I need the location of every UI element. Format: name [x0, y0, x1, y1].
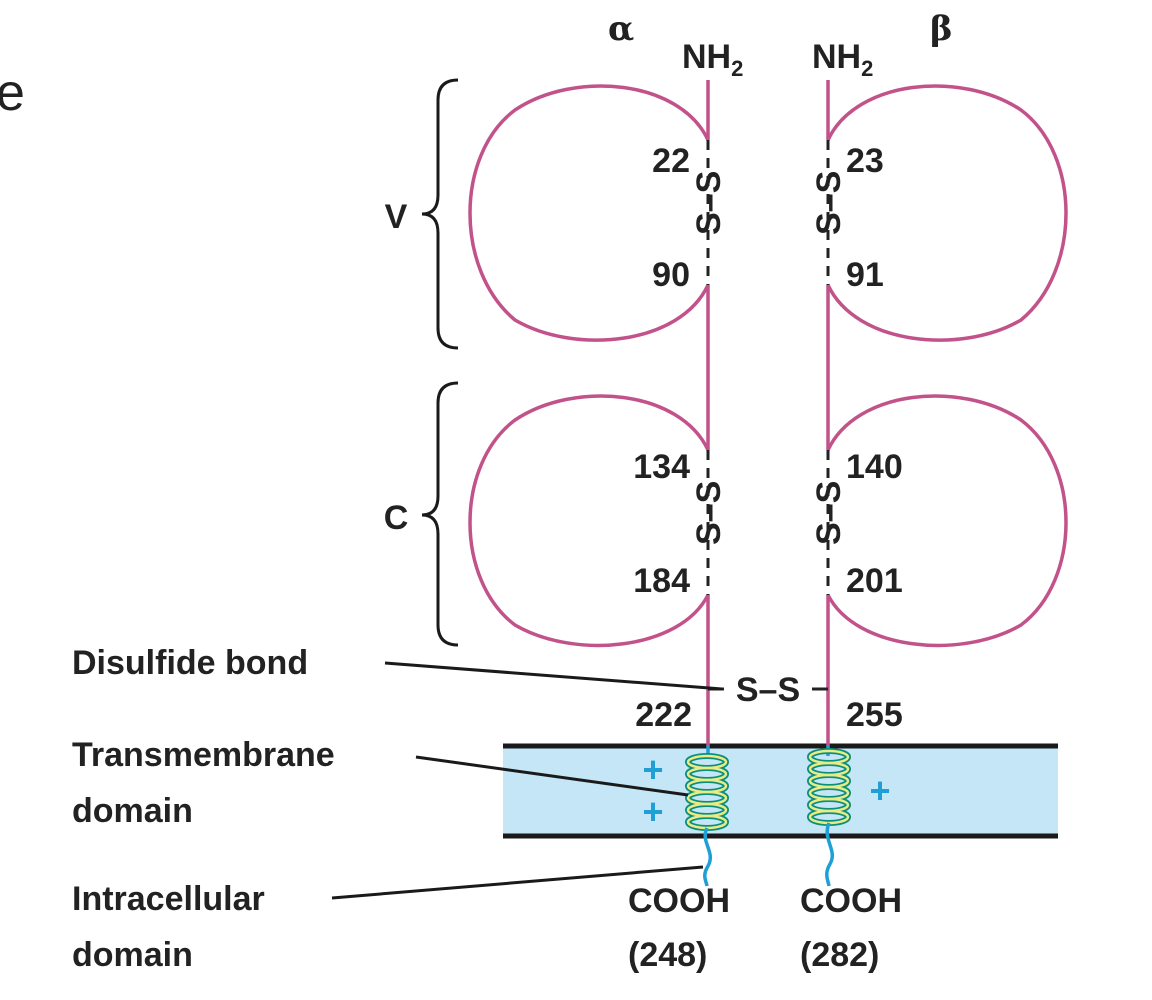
- beta-chain-label: β: [930, 9, 953, 49]
- disulfide-bond-label: Disulfide bond: [72, 644, 308, 682]
- c-domain-label: C: [384, 499, 409, 537]
- beta-intracellular-tail: [825, 822, 834, 887]
- cysteine-positions: 22 90 23 91 134 184 140 201 222 255: [633, 142, 902, 734]
- beta-c-cys-bottom: 201: [846, 562, 903, 600]
- beta-c-ss-label: S–S: [810, 481, 848, 545]
- cropped-text-fragment: e: [0, 64, 25, 122]
- alpha-c-terminus: COOH: [628, 882, 730, 920]
- domain-brackets: [421, 78, 459, 647]
- alpha-v-ss-label: S–S: [690, 171, 728, 235]
- disulfide-leader: [384, 661, 723, 691]
- v-domain-label: V: [385, 198, 408, 236]
- beta-n-terminus: NH2: [812, 38, 873, 81]
- cell-membrane: [503, 743, 1058, 839]
- alpha-helix-coils: [685, 753, 729, 831]
- membrane-lipid-layer: [503, 745, 1058, 837]
- alpha-v-domain-loop: [468, 84, 710, 342]
- intrachain-disulfide-labels: S–S S–S S–S S–S: [690, 171, 848, 545]
- interchain-ss-label: S–S: [736, 671, 800, 709]
- beta-helix-coils: [807, 748, 851, 826]
- beta-v-cys-bottom: 91: [846, 256, 884, 294]
- beta-c-cys-top: 140: [846, 448, 903, 486]
- beta-v-cys-top: 23: [846, 142, 884, 180]
- beta-v-domain-loop: [826, 84, 1068, 342]
- transmembrane-label-line2: domain: [72, 792, 193, 830]
- beta-c-terminus-length: (282): [800, 936, 879, 974]
- alpha-charge-bottom: +: [642, 791, 663, 832]
- beta-v-ss-label: S–S: [810, 171, 848, 235]
- beta-c-terminus: COOH: [800, 882, 902, 920]
- intracellular-label-line2: domain: [72, 936, 193, 974]
- transmembrane-leader: [415, 755, 689, 797]
- beta-transmembrane-helix: [807, 745, 851, 887]
- intracellular-label-line1: Intracellular: [72, 880, 265, 918]
- alpha-v-cys-bottom: 90: [652, 256, 690, 294]
- alpha-chain-label: α: [608, 9, 634, 49]
- membrane-charges: + + +: [642, 749, 890, 832]
- v-domain-brace: [421, 78, 459, 350]
- callout-labels: Disulfide bond Transmembrane domain Intr…: [72, 644, 335, 974]
- alpha-c-ss-label: S–S: [690, 481, 728, 545]
- alpha-c-terminus-length: (248): [628, 936, 707, 974]
- beta-interchain-cys: 255: [846, 696, 903, 734]
- alpha-c-cys-bottom: 184: [633, 562, 690, 600]
- alpha-intracellular-tail: [703, 827, 712, 887]
- alpha-interchain-cys: 222: [635, 696, 692, 734]
- intracellular-leader: [331, 865, 704, 900]
- chain-termini: α β NH2 NH2 COOH (248) COOH (282): [608, 9, 953, 974]
- c-domain-brace: [421, 381, 459, 647]
- alpha-charge-top: +: [642, 749, 663, 790]
- transmembrane-label-line1: Transmembrane: [72, 736, 335, 774]
- beta-charge: +: [869, 770, 890, 811]
- alpha-chain: [468, 80, 710, 745]
- alpha-v-cys-top: 22: [652, 142, 690, 180]
- callout-leaders: [331, 661, 723, 900]
- alpha-n-terminus: NH2: [682, 38, 743, 81]
- alpha-transmembrane-helix: [685, 745, 729, 887]
- alpha-c-domain-loop: [468, 394, 710, 648]
- beta-c-domain-loop: [826, 394, 1068, 648]
- beta-chain: [826, 80, 1068, 745]
- interchain-disulfide-bond: S–S: [708, 671, 828, 709]
- alpha-c-cys-top: 134: [633, 448, 690, 486]
